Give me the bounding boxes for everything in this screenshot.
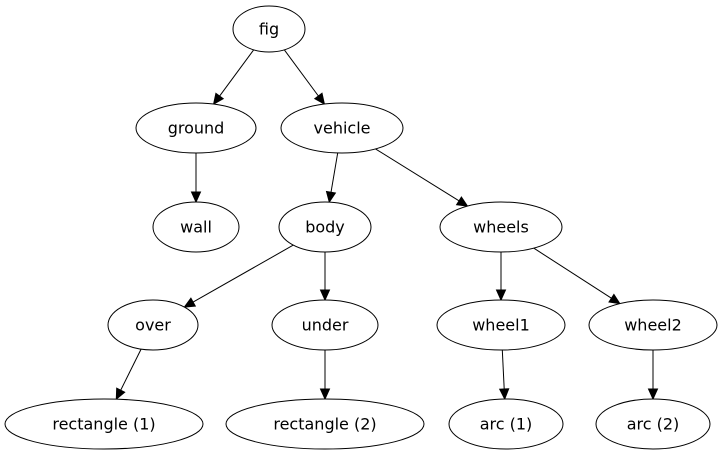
edge-body-over	[183, 244, 294, 308]
node-label: ground	[168, 119, 225, 138]
edges-layer	[115, 49, 659, 401]
nodes-layer: fig ground vehicle wall body wheels over	[4, 5, 718, 450]
edge-ground-wall	[190, 153, 202, 204]
edge-wheel1-arc1	[498, 349, 510, 401]
node-label: under	[302, 316, 349, 335]
node-fig: fig	[232, 5, 306, 53]
node-label: wheel2	[624, 316, 682, 335]
node-label: wall	[180, 218, 212, 237]
node-label: over	[135, 316, 171, 335]
edge-vehicle-wheels	[375, 148, 469, 207]
node-arc-1: arc (1)	[448, 398, 564, 450]
node-wheel1: wheel1	[436, 299, 566, 351]
node-under: under	[271, 299, 379, 351]
node-rectangle-2: rectangle (2)	[225, 398, 425, 450]
edge-body-under	[319, 252, 331, 302]
edge-under-rect2	[319, 350, 331, 401]
node-label: vehicle	[314, 119, 371, 138]
edge-fig-ground	[212, 49, 255, 106]
edge-wheels-wheel1	[495, 252, 507, 302]
node-wheels: wheels	[439, 201, 563, 253]
node-vehicle: vehicle	[280, 102, 404, 154]
node-ground: ground	[135, 102, 257, 154]
edge-fig-vehicle	[283, 49, 326, 106]
node-label: arc (2)	[627, 415, 680, 434]
node-label: arc (1)	[480, 415, 533, 434]
edge-wheels-wheel2	[533, 247, 621, 305]
node-wall: wall	[152, 201, 240, 253]
node-label: rectangle (2)	[273, 415, 376, 434]
node-label: body	[305, 218, 345, 237]
node-label: rectangle (1)	[52, 415, 155, 434]
edge-over-rect1	[115, 348, 142, 401]
node-rectangle-1: rectangle (1)	[4, 398, 204, 450]
node-label: wheel1	[472, 316, 530, 335]
node-body: body	[278, 201, 372, 253]
node-over: over	[107, 299, 199, 351]
node-label: wheels	[473, 218, 529, 237]
node-wheel2: wheel2	[588, 299, 718, 351]
edge-wheel2-arc2	[647, 350, 659, 401]
node-arc-2: arc (2)	[595, 398, 711, 450]
node-label: fig	[259, 20, 279, 39]
edge-vehicle-body	[325, 152, 339, 204]
